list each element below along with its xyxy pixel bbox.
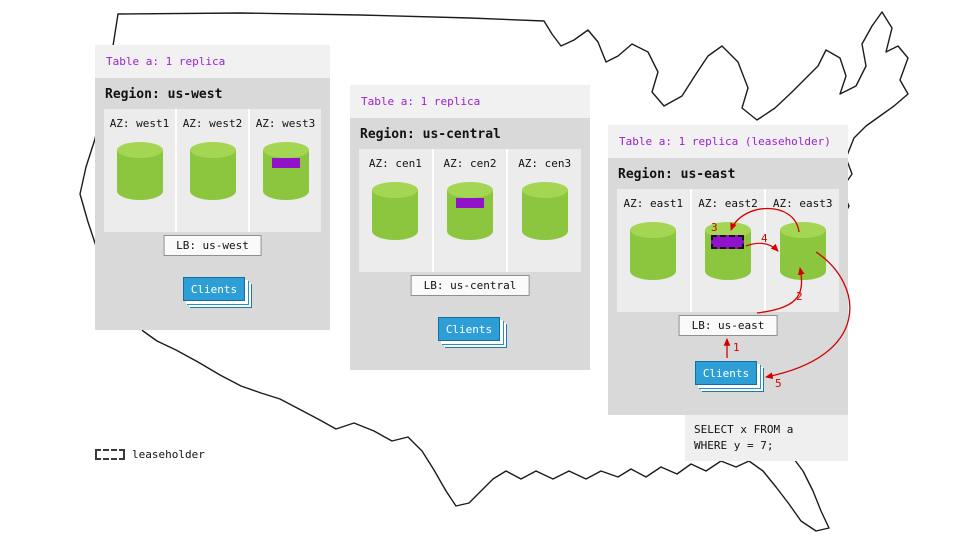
cylinder-top	[447, 182, 493, 198]
leaseholder-range-marker	[711, 235, 744, 249]
region-title: Region: us-west	[105, 87, 223, 102]
az-label: AZ: cen1	[368, 157, 422, 170]
az-column-cen2: AZ: cen2	[434, 149, 509, 272]
sql-query-line1: SELECT x FROM a	[694, 423, 794, 436]
cylinder-top	[262, 142, 309, 158]
cylinder-body	[189, 150, 236, 200]
az-label: AZ: west1	[109, 117, 170, 130]
az-column-cen3: AZ: cen3	[508, 149, 581, 272]
az-group-us-east: AZ: east1 AZ: east2 AZ: east3	[617, 189, 839, 312]
region-title: Region: us-east	[618, 167, 736, 182]
table-replica-header: Table a: 1 replica	[350, 85, 590, 118]
table-replica-header: Table a: 1 replica (leaseholder)	[608, 125, 848, 158]
az-group-us-central: AZ: cen1 AZ: cen2 AZ: cen3	[359, 149, 581, 272]
clients-box-us-central: Clients	[438, 317, 500, 341]
az-column-west2: AZ: west2	[177, 109, 250, 232]
az-label: AZ: east1	[623, 197, 684, 210]
cylinder-top	[372, 182, 419, 198]
cylinder-body	[372, 190, 419, 240]
replica-cylinder	[189, 142, 236, 200]
replica-cylinder	[372, 182, 419, 240]
leaseholder-legend: leaseholder	[95, 448, 205, 461]
leaseholder-legend-swatch	[95, 449, 125, 460]
region-title: Region: us-central	[360, 127, 501, 142]
replica-cylinder	[262, 142, 309, 200]
clients-box-us-west: Clients	[183, 277, 245, 301]
replica-cylinder	[705, 222, 751, 280]
sql-query-line2: WHERE y = 7;	[694, 438, 774, 452]
az-label: AZ: cen2	[443, 157, 497, 170]
replica-range-marker	[456, 198, 484, 208]
region-panel-us-east: Table a: 1 replica (leaseholder) Region:…	[608, 125, 848, 415]
replica-cylinder	[521, 182, 568, 240]
cylinder-top	[521, 182, 568, 198]
replica-cylinder	[447, 182, 493, 240]
cylinder-top	[116, 142, 163, 158]
region-panel-us-west: Table a: 1 replica Region: us-west AZ: w…	[95, 45, 330, 330]
cylinder-body	[116, 150, 163, 200]
az-label: AZ: cen3	[518, 157, 572, 170]
leaseholder-legend-label: leaseholder	[132, 448, 205, 461]
replica-cylinder	[116, 142, 163, 200]
az-column-east3: AZ: east3	[766, 189, 839, 312]
az-label: AZ: west3	[255, 117, 316, 130]
cylinder-top	[189, 142, 236, 158]
az-column-east1: AZ: east1	[617, 189, 692, 312]
az-group-us-west: AZ: west1 AZ: west2 AZ: west3	[104, 109, 321, 232]
az-label: AZ: west2	[182, 117, 243, 130]
load-balancer-us-central: LB: us-central	[410, 275, 530, 296]
cylinder-top	[779, 222, 826, 238]
table-replica-label: Table a: 1 replica	[106, 55, 226, 68]
load-balancer-us-east: LB: us-east	[678, 315, 778, 336]
clients-box-us-east: Clients	[695, 361, 757, 385]
region-panel-us-central: Table a: 1 replica Region: us-central AZ…	[350, 85, 590, 370]
replica-range-marker	[271, 158, 300, 168]
az-column-east2: AZ: east2	[692, 189, 767, 312]
load-balancer-us-west: LB: us-west	[163, 235, 262, 256]
az-column-cen1: AZ: cen1	[359, 149, 434, 272]
az-column-west1: AZ: west1	[104, 109, 177, 232]
table-replica-label: Table a: 1 replica	[361, 95, 481, 108]
table-replica-header: Table a: 1 replica	[95, 45, 330, 78]
cylinder-body	[521, 190, 568, 240]
az-column-west3: AZ: west3	[250, 109, 321, 232]
cylinder-top	[630, 222, 677, 238]
sql-query-box: SELECT x FROM a WHERE y = 7;	[685, 415, 848, 461]
az-label: AZ: east3	[772, 197, 833, 210]
cylinder-body	[630, 230, 677, 280]
table-replica-label: Table a: 1 replica (leaseholder)	[619, 135, 831, 148]
replica-cylinder	[630, 222, 677, 280]
az-label: AZ: east2	[698, 197, 758, 210]
replica-cylinder	[779, 222, 826, 280]
